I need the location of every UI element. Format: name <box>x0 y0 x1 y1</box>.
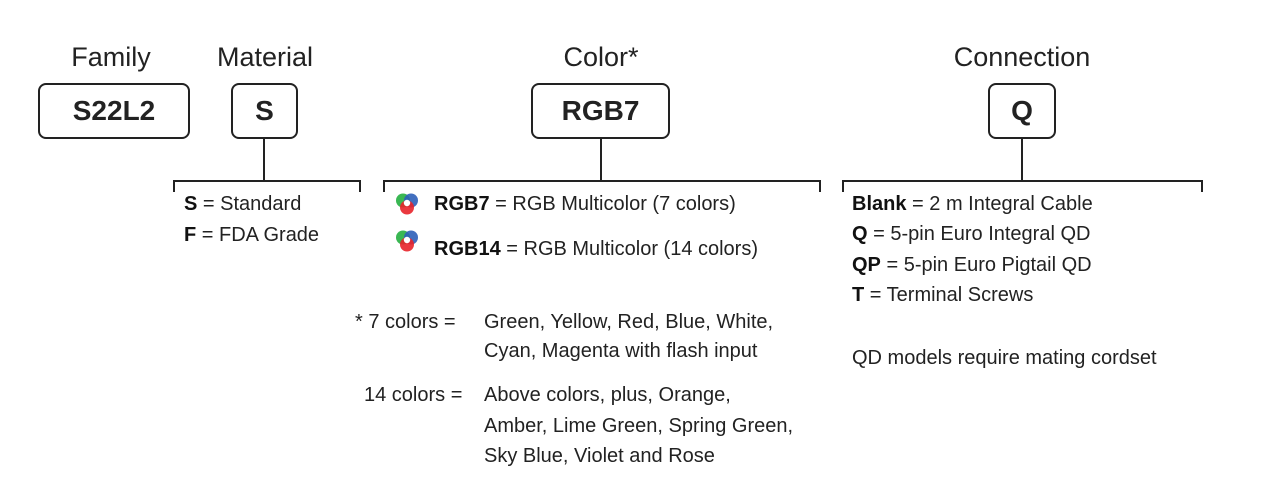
rgb-multicolor-icon <box>396 230 418 252</box>
material-bracket-left <box>173 180 175 192</box>
material-bracket <box>173 180 361 182</box>
connection-option-blank: Blank = 2 m Integral Cable <box>852 193 1093 216</box>
color-header: Color* <box>563 42 639 72</box>
color-option-desc: = RGB Multicolor (7 colors) <box>495 193 736 215</box>
connection-header: Connection <box>953 42 1091 72</box>
color-option-key: RGB7 <box>434 193 490 215</box>
footnote-7-label: * 7 colors = <box>355 311 456 333</box>
connection-option-q: Q = 5-pin Euro Integral QD <box>852 223 1090 246</box>
material-option-key: S <box>184 193 198 215</box>
material-bracket-right <box>359 180 361 192</box>
material-option-s: S = Standard <box>184 193 301 216</box>
footnote-14-line: Sky Blue, Violet and Rose <box>484 445 715 467</box>
footnote-14-line: Amber, Lime Green, Spring Green, <box>484 415 794 437</box>
family-header: Family <box>71 42 151 72</box>
connection-option-desc: = 5-pin Euro Pigtail QD <box>886 254 1092 276</box>
connection-connector-line <box>1021 139 1023 181</box>
color-option-rgb14: RGB14 = RGB Multicolor (14 colors) <box>434 238 758 261</box>
connection-option-key: QP <box>852 254 881 276</box>
connection-option-desc: = 5-pin Euro Integral QD <box>873 223 1091 245</box>
color-code-box: RGB7 <box>531 83 670 139</box>
color-option-rgb7: RGB7 = RGB Multicolor (7 colors) <box>434 193 736 216</box>
color-bracket-left <box>383 180 385 192</box>
material-code-box: S <box>231 83 298 139</box>
rgb-multicolor-icon <box>396 193 418 215</box>
connection-bracket-left <box>842 180 844 192</box>
material-header: Material <box>216 42 314 72</box>
material-option-key: F <box>184 224 197 246</box>
connection-option-qp: QP = 5-pin Euro Pigtail QD <box>852 254 1092 277</box>
footnote-14-line: Above colors, plus, Orange, <box>484 384 731 406</box>
connection-option-key: Blank <box>852 193 907 215</box>
connection-note: QD models require mating cordset <box>852 347 1157 369</box>
color-bracket-right <box>819 180 821 192</box>
connection-option-desc: = Terminal Screws <box>869 284 1034 306</box>
connection-option-key: T <box>852 284 865 306</box>
footnote-14-label: 14 colors = <box>364 384 463 406</box>
footnote-7-line: Green, Yellow, Red, Blue, White, <box>484 311 774 333</box>
connection-bracket-right <box>1201 180 1203 192</box>
material-option-desc: = Standard <box>202 193 302 215</box>
material-connector-line <box>263 139 265 181</box>
color-bracket <box>383 180 821 182</box>
connection-code-box: Q <box>988 83 1056 139</box>
material-option-f: F = FDA Grade <box>184 224 319 247</box>
color-option-desc: = RGB Multicolor (14 colors) <box>506 238 759 260</box>
connection-option-key: Q <box>852 223 868 245</box>
connection-bracket <box>842 180 1203 182</box>
material-option-desc: = FDA Grade <box>201 224 320 246</box>
color-option-key: RGB14 <box>434 238 501 260</box>
connection-option-t: T = Terminal Screws <box>852 284 1033 307</box>
connection-option-desc: = 2 m Integral Cable <box>912 193 1093 215</box>
footnote-7-line: Cyan, Magenta with flash input <box>484 340 758 362</box>
color-connector-line <box>600 139 602 181</box>
family-code-box: S22L2 <box>38 83 190 139</box>
